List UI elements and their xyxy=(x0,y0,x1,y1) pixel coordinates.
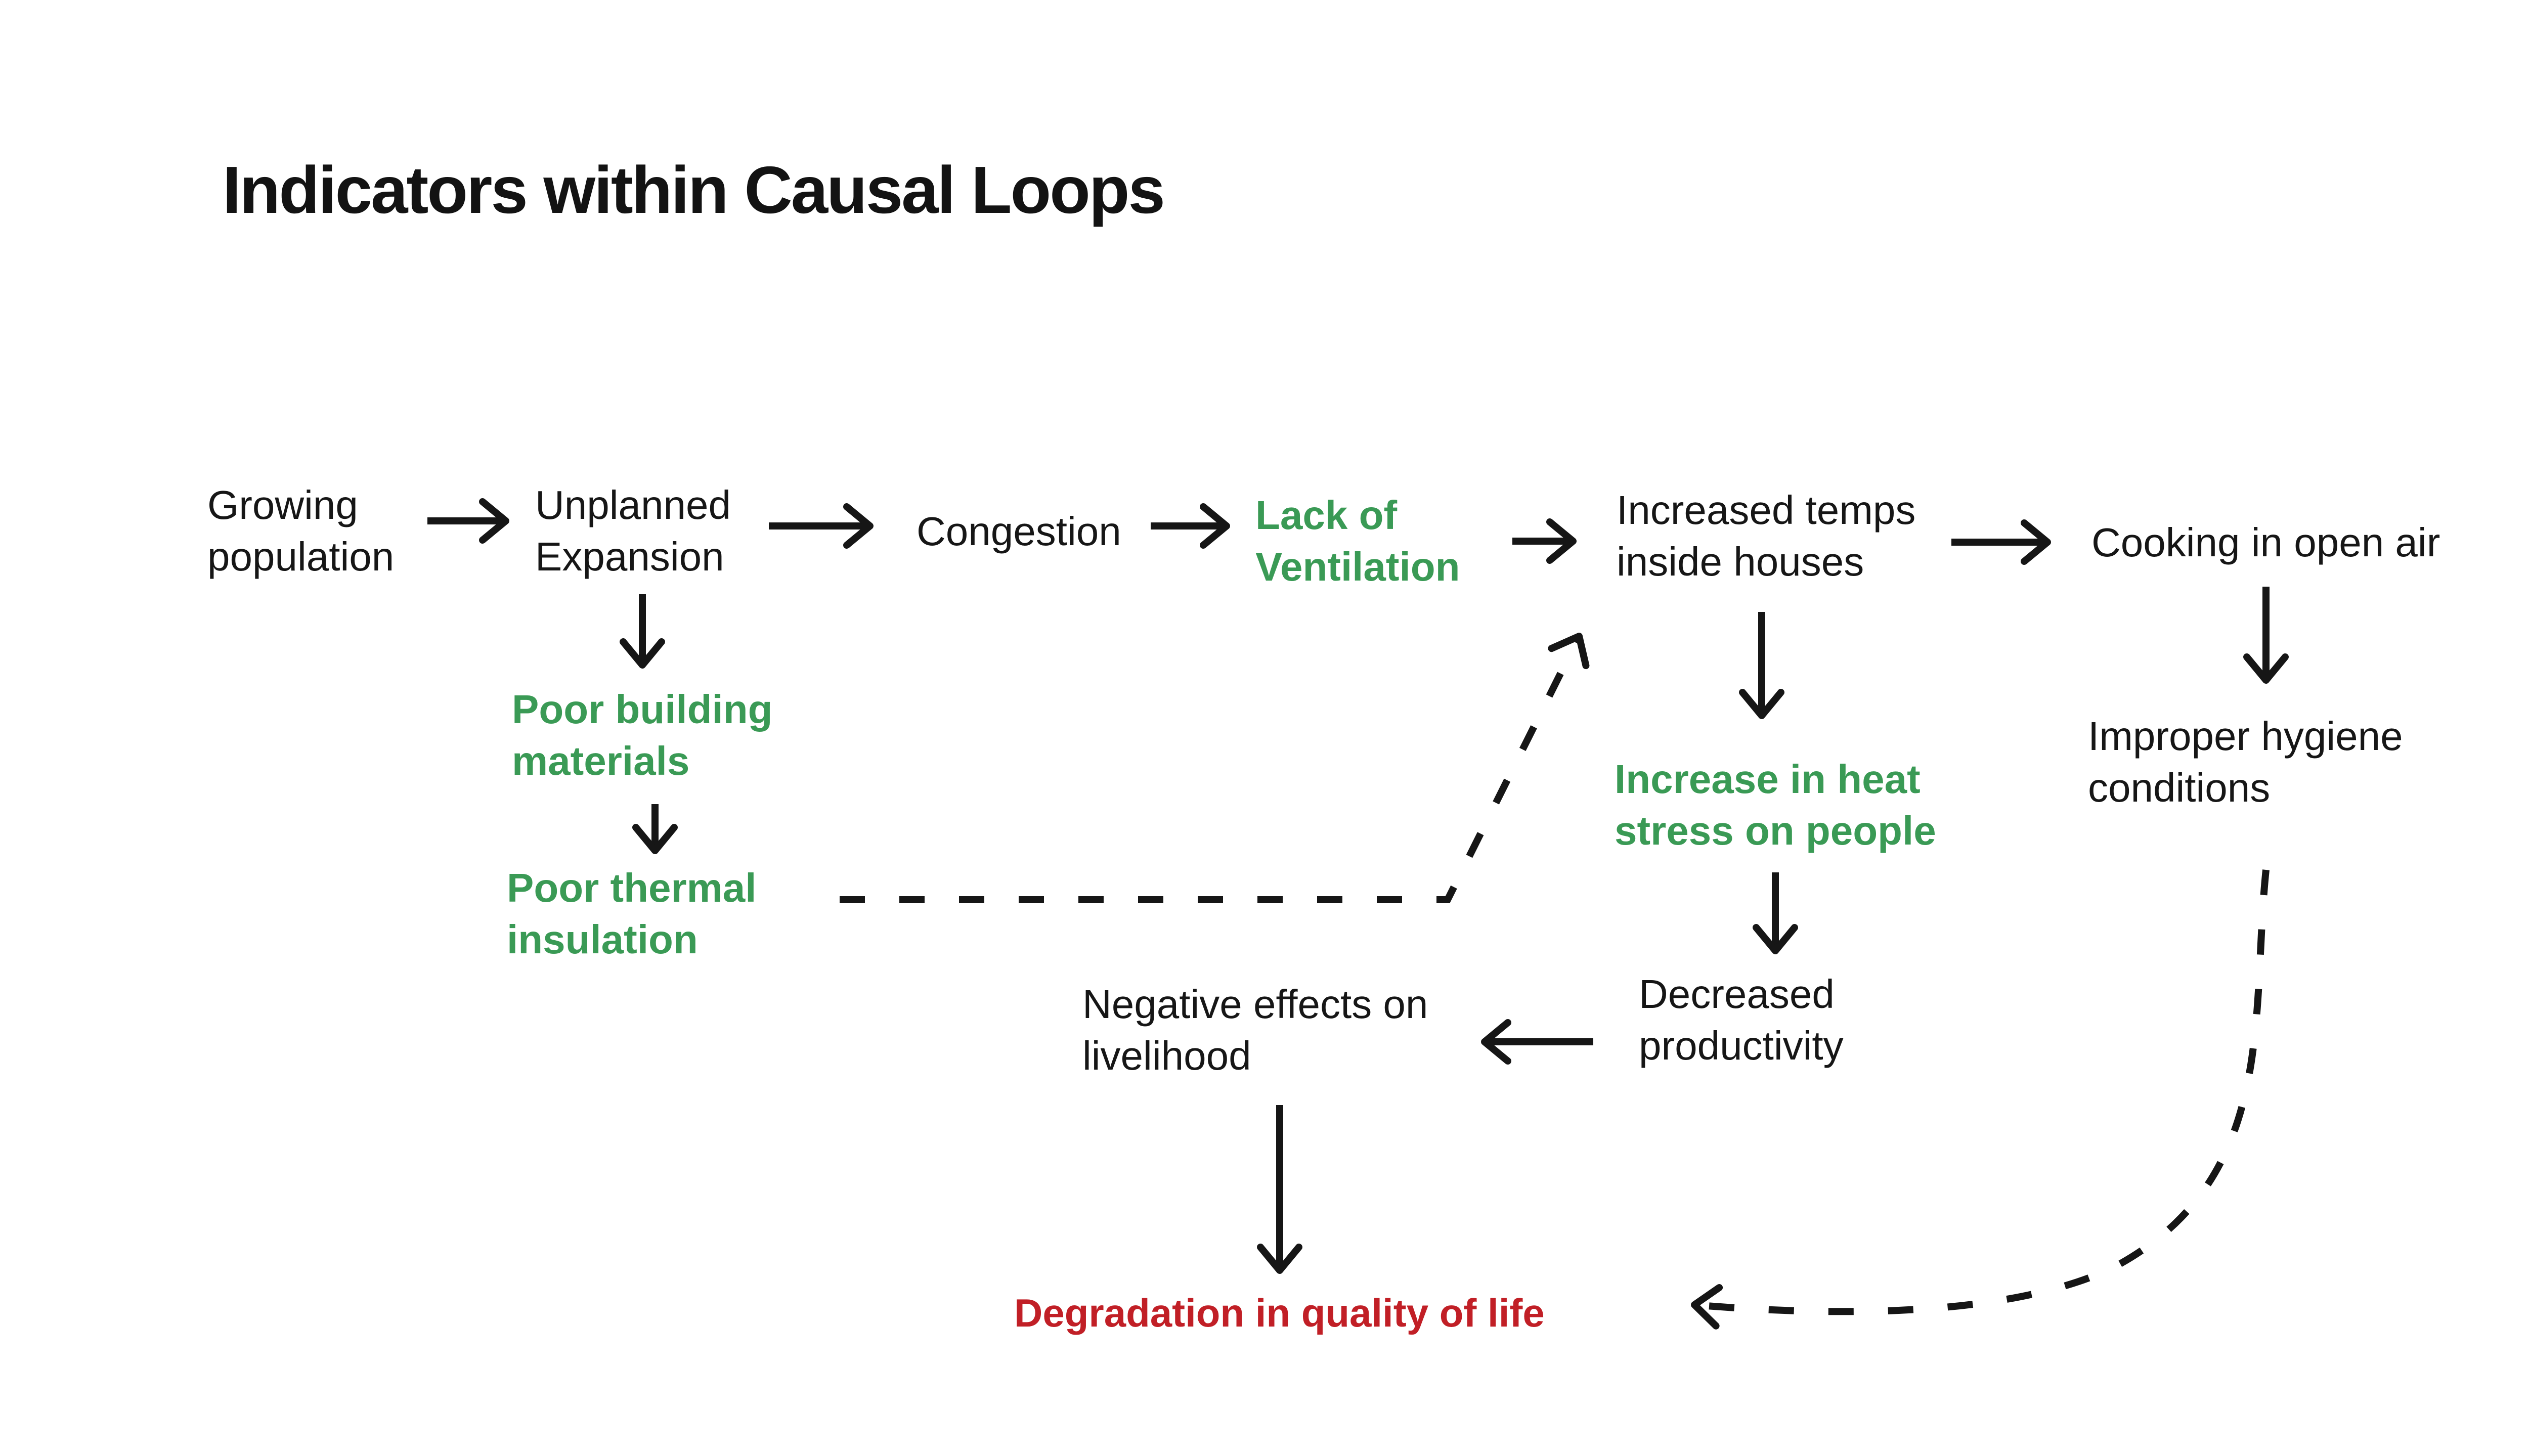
node-line: Unplanned xyxy=(535,482,731,527)
edge-poor-thermal-to-increased-temps-dashed xyxy=(840,633,1590,903)
node-line: conditions xyxy=(2088,765,2271,810)
node-congestion: Congestion xyxy=(917,506,1121,557)
node-line: Degradation in quality of life xyxy=(1014,1291,1545,1335)
node-line: insulation xyxy=(507,917,698,962)
node-unplanned-expansion: Unplanned Expansion xyxy=(535,479,731,583)
node-line: Congestion xyxy=(917,509,1121,554)
node-line: Improper hygiene xyxy=(2088,714,2403,759)
diagram-title: Indicators within Causal Loops xyxy=(223,153,1165,227)
node-line: livelihood xyxy=(1082,1033,1251,1078)
node-heat-stress: Increase in heat stress on people xyxy=(1615,754,1936,857)
node-line: Negative effects on xyxy=(1082,982,1428,1027)
node-line: Increased temps xyxy=(1617,488,1916,533)
node-line: Poor thermal xyxy=(507,865,757,910)
node-decreased-productivity: Decreased productivity xyxy=(1639,968,1844,1072)
node-line: Ventilation xyxy=(1255,544,1460,589)
node-negative-effects: Negative effects on livelihood xyxy=(1082,979,1428,1082)
node-line: Expansion xyxy=(535,534,724,579)
node-line: stress on people xyxy=(1615,808,1936,853)
edge-improper-to-degradation-dashed xyxy=(1691,869,2270,1330)
node-line: Growing xyxy=(207,482,358,527)
node-increased-temps: Increased temps inside houses xyxy=(1617,484,1915,588)
node-degradation-quality-of-life: Degradation in quality of life xyxy=(1014,1287,1545,1339)
node-poor-thermal-insulation: Poor thermal insulation xyxy=(507,862,756,965)
node-line: Poor building xyxy=(512,687,773,732)
node-growing-population: Growing population xyxy=(207,479,394,583)
node-line: Increase in heat xyxy=(1615,757,1921,802)
node-line: population xyxy=(207,534,395,579)
node-line: Decreased xyxy=(1639,972,1835,1017)
node-line: productivity xyxy=(1639,1023,1844,1068)
node-line: Cooking in open air xyxy=(2091,520,2440,565)
node-cooking-open-air: Cooking in open air xyxy=(2091,517,2440,568)
node-lack-of-ventilation: Lack of Ventilation xyxy=(1255,490,1460,593)
node-line: inside houses xyxy=(1617,539,1864,584)
node-line: materials xyxy=(512,738,690,783)
node-line: Lack of xyxy=(1255,493,1398,538)
node-poor-building-materials: Poor building materials xyxy=(512,684,772,787)
node-improper-hygiene: Improper hygiene conditions xyxy=(2088,711,2403,814)
